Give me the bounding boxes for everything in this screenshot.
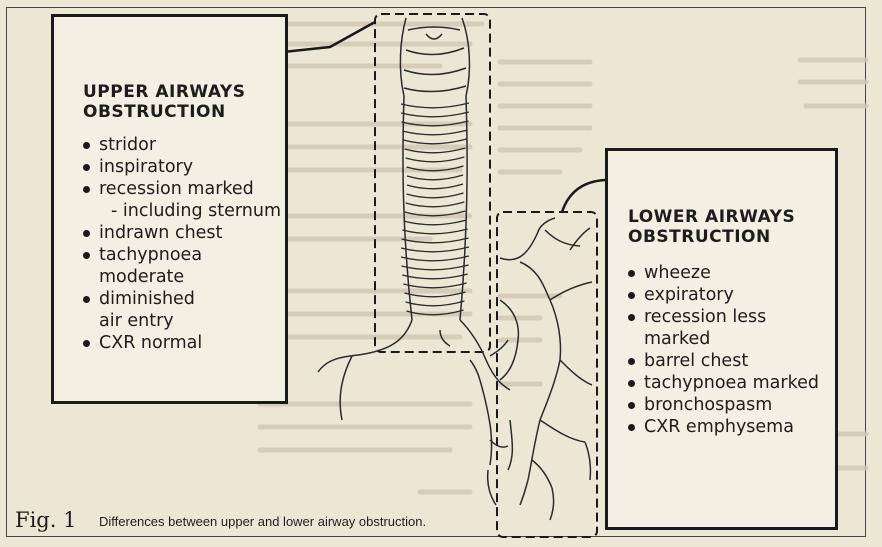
trachea-ring — [401, 103, 469, 108]
upper-item-indrawn-chest: indrawn chest — [83, 222, 285, 244]
trachea-ring — [402, 121, 469, 126]
trachea-ring — [406, 166, 463, 171]
trachea-ring — [405, 292, 466, 297]
trachea-ring — [403, 283, 466, 288]
upper-item-recession-detail: - including sternum — [83, 200, 285, 222]
trachea-ring — [407, 175, 463, 180]
trachea-ring — [402, 130, 467, 135]
trachea-ring — [407, 184, 463, 189]
lower-item-expiratory: expiratory — [628, 284, 835, 306]
bronchial-tree — [500, 218, 592, 520]
upper-item-recession: recession marked — [83, 178, 285, 200]
upper-item-stridor: stridor — [83, 134, 285, 156]
trachea-ring — [402, 229, 467, 234]
upper-airways-heading: UPPER AIRWAYS OBSTRUCTION — [83, 82, 285, 122]
lower-connector-line — [562, 180, 605, 212]
trachea-ring — [406, 202, 465, 207]
upper-item-air-entry: diminished air entry — [83, 288, 285, 332]
upper-connector-line — [283, 22, 375, 52]
lower-item-recession: recession less marked — [628, 306, 835, 350]
upper-airways-list: stridor inspiratory recession marked - i… — [83, 134, 285, 354]
lower-item-cxr: CXR emphysema — [628, 416, 835, 438]
lower-airways-heading: LOWER AIRWAYS OBSTRUCTION — [628, 207, 835, 247]
trachea-ring — [405, 211, 466, 216]
trachea-ring — [406, 301, 465, 306]
figure-caption: Differences between upper and lower airw… — [99, 514, 426, 529]
trachea-ring — [406, 310, 463, 315]
lower-item-bronchospasm: bronchospasm — [628, 394, 835, 416]
trachea-ring — [402, 274, 467, 279]
trachea-ring — [406, 157, 465, 162]
figure-label: Fig. 1 — [15, 508, 76, 532]
trachea-ring — [402, 238, 469, 243]
upper-item-tachypnoea: tachypnoea moderate — [83, 244, 285, 288]
upper-airways-box: UPPER AIRWAYS OBSTRUCTION stridor inspir… — [51, 14, 288, 404]
bronchi — [318, 320, 510, 505]
upper-airway-dashed-region — [375, 14, 490, 352]
trachea-ring — [407, 193, 464, 198]
lower-item-barrel-chest: barrel chest — [628, 350, 835, 372]
lower-airways-list: wheeze expiratory recession less marked … — [628, 262, 835, 438]
trachea-ring — [405, 148, 466, 153]
upper-item-inspiratory: inspiratory — [83, 156, 285, 178]
trachea-ring — [401, 247, 469, 252]
upper-item-cxr: CXR normal — [83, 332, 285, 354]
lower-airways-box: LOWER AIRWAYS OBSTRUCTION wheeze expirat… — [605, 148, 838, 530]
trachea-ring — [401, 265, 468, 270]
lower-item-wheeze: wheeze — [628, 262, 835, 284]
larynx — [400, 18, 469, 96]
trachea-ring — [403, 220, 466, 225]
trachea-ring — [401, 112, 469, 117]
lower-item-tachypnoea: tachypnoea marked — [628, 372, 835, 394]
lower-airway-dashed-region — [497, 212, 597, 537]
trachea-ring — [403, 139, 466, 144]
trachea-rings — [401, 103, 469, 315]
trachea-ring — [401, 256, 469, 261]
